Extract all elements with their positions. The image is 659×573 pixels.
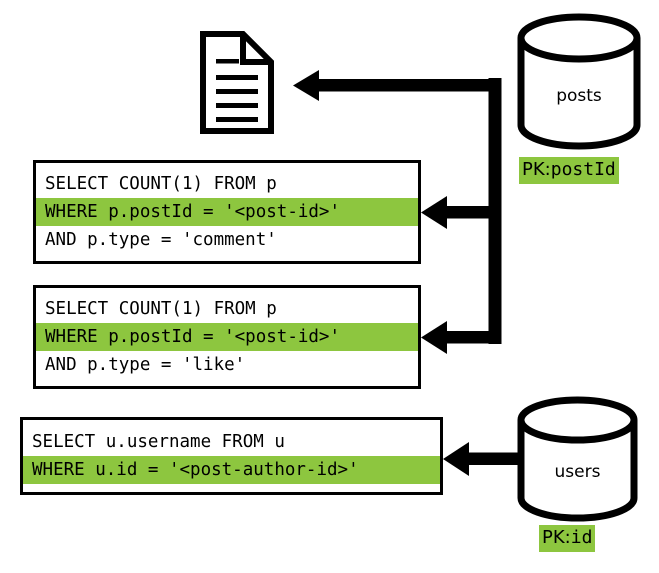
query-line: AND p.type = 'comment' bbox=[45, 230, 277, 250]
query-line: SELECT COUNT(1) FROM p bbox=[45, 299, 277, 319]
query-box-like-count: SELECT COUNT(1) FROM p WHERE p.postId = … bbox=[33, 285, 421, 389]
pk-field: postId bbox=[550, 159, 616, 180]
query-box-author-username: SELECT u.username FROM u WHERE u.id = '<… bbox=[20, 417, 443, 495]
arrow-users-to-author-username bbox=[443, 442, 518, 476]
query-line-highlighted: WHERE u.id = '<post-author-id>' bbox=[23, 456, 440, 484]
pk-prefix: PK: bbox=[522, 159, 551, 180]
query-line: SELECT COUNT(1) FROM p bbox=[45, 174, 277, 194]
database-posts-pk-badge: PK:postId bbox=[519, 157, 619, 184]
pk-prefix: PK: bbox=[542, 527, 571, 548]
pk-field: id bbox=[570, 527, 593, 548]
arrow-posts-to-document bbox=[293, 70, 496, 101]
query-line-highlighted: WHERE p.postId = '<post-id>' bbox=[36, 198, 418, 226]
query-box-comment-count: SELECT COUNT(1) FROM p WHERE p.postId = … bbox=[33, 160, 421, 264]
query-line: AND p.type = 'like' bbox=[45, 355, 246, 375]
query-line: SELECT u.username FROM u bbox=[32, 432, 285, 452]
document-icon bbox=[200, 31, 274, 134]
arrow-posts-to-comment-count bbox=[421, 196, 496, 229]
query-line-highlighted: WHERE p.postId = '<post-id>' bbox=[36, 323, 418, 351]
arrow-posts-to-like-count bbox=[421, 321, 496, 354]
database-users-pk-badge: PK:id bbox=[539, 525, 596, 552]
cylinder-icon bbox=[517, 13, 641, 150]
cylinder-icon bbox=[517, 396, 638, 522]
